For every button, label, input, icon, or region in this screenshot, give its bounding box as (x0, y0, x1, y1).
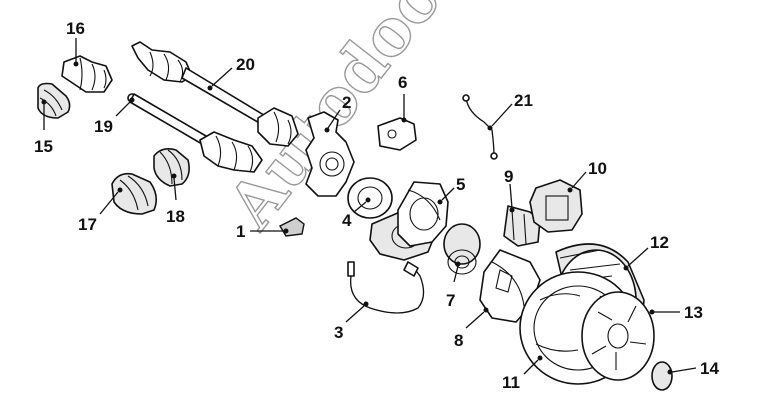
part-5-dust-shield (397, 181, 449, 247)
callout-12: 12 (623, 233, 669, 271)
part-10-brake-caliper (529, 179, 583, 233)
part-18-cv-boot (153, 148, 190, 187)
part-20-drive-shaft-upper (131, 41, 299, 147)
svg-text:12: 12 (650, 233, 669, 252)
svg-text:7: 7 (446, 291, 455, 310)
svg-text:6: 6 (398, 73, 407, 92)
callout-7: 7 (446, 261, 461, 310)
svg-text:3: 3 (334, 323, 343, 342)
svg-text:5: 5 (456, 175, 465, 194)
callout-21: 21 (487, 91, 533, 131)
svg-text:13: 13 (684, 303, 703, 322)
svg-text:15: 15 (34, 137, 53, 156)
svg-text:2: 2 (342, 93, 351, 112)
svg-text:1: 1 (236, 222, 245, 241)
part-6-sensor-bracket (377, 117, 417, 151)
callout-18: 18 (166, 173, 185, 226)
svg-text:9: 9 (504, 167, 513, 186)
part-13-wheel-cover (581, 291, 655, 381)
callout-9: 9 (504, 167, 515, 213)
callout-19: 19 (94, 97, 135, 136)
callout-10: 10 (567, 159, 607, 193)
callout-13: 13 (649, 303, 703, 322)
part-16-cv-joint (61, 55, 113, 93)
callout-4: 4 (342, 197, 371, 230)
part-7-hub (443, 223, 481, 275)
part-2-steering-knuckle (305, 111, 355, 197)
svg-text:17: 17 (78, 215, 97, 234)
svg-text:4: 4 (342, 211, 352, 230)
callout-5: 5 (437, 175, 465, 205)
svg-text:16: 16 (66, 19, 85, 38)
svg-text:18: 18 (166, 207, 185, 226)
svg-text:14: 14 (700, 359, 719, 378)
svg-text:11: 11 (502, 373, 520, 392)
callout-1: 1 (236, 222, 289, 241)
svg-text:10: 10 (588, 159, 607, 178)
svg-text:20: 20 (236, 55, 255, 74)
callout-20: 20 (207, 55, 255, 91)
part-19-drive-shaft-lower (127, 93, 263, 173)
svg-text:19: 19 (94, 117, 113, 136)
callout-11: 11 (502, 355, 543, 392)
callout-8: 8 (454, 307, 489, 350)
callout-14: 14 (667, 359, 719, 378)
part-3-brake-hose (347, 261, 425, 314)
callout-2: 2 (324, 93, 351, 133)
callout-16: 16 (66, 19, 85, 67)
part-21-brake-line (462, 94, 498, 160)
svg-text:8: 8 (454, 331, 463, 350)
callout-6: 6 (398, 73, 407, 123)
svg-text:21: 21 (514, 91, 533, 110)
part-17-cv-boot-large (111, 172, 158, 215)
part-14-center-cap (651, 361, 673, 391)
callout-3: 3 (334, 301, 369, 342)
part-9-brake-pads (503, 205, 541, 247)
callout-15: 15 (34, 99, 53, 156)
callout-17: 17 (78, 187, 123, 234)
